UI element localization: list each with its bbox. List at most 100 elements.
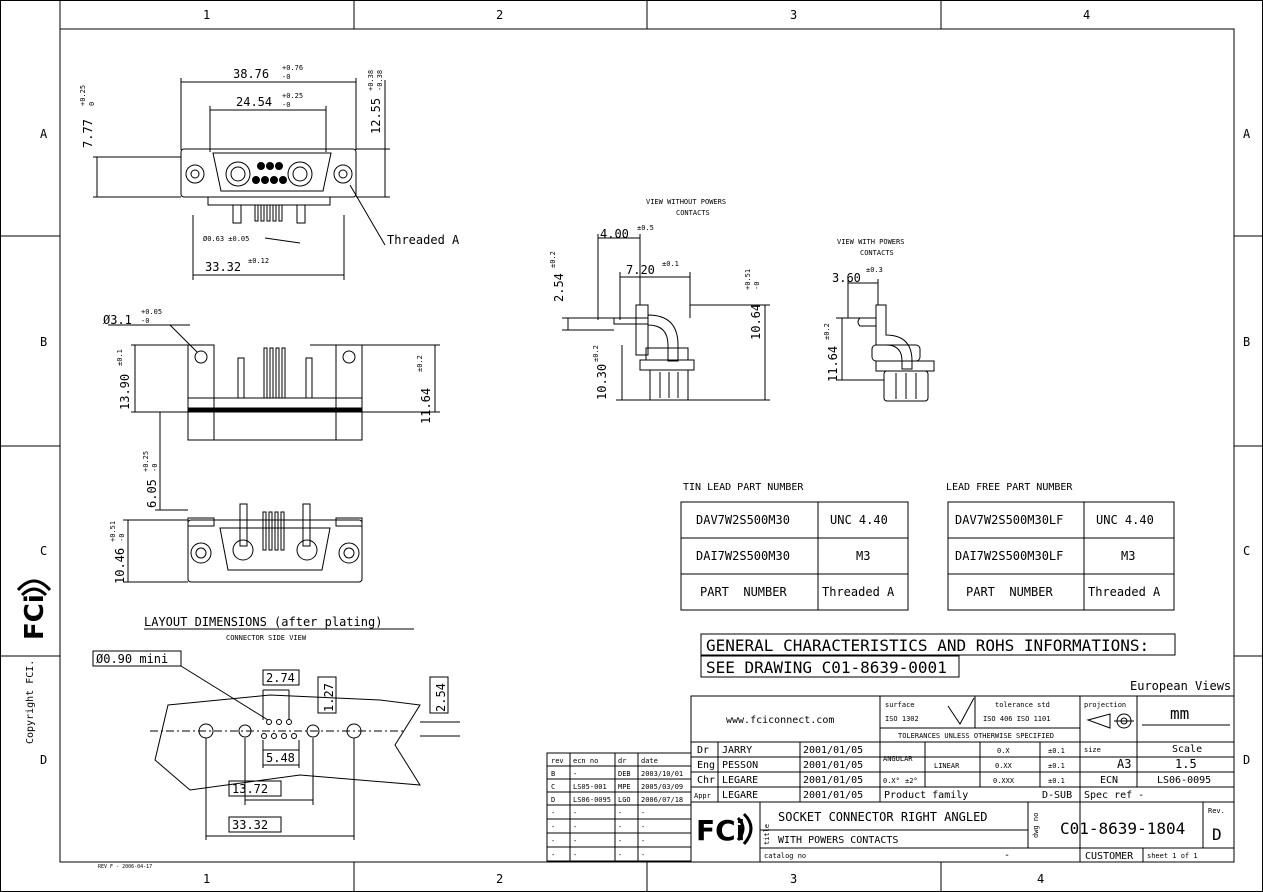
svg-text:ANGULAR: ANGULAR [883, 755, 913, 763]
revision-cell: - [551, 809, 555, 817]
svg-text:+0.25: +0.25 [142, 451, 150, 472]
lf-header-part: PART NUMBER [966, 585, 1053, 599]
zone-col-2-bottom: 2 [496, 872, 503, 886]
svg-text:dwg no: dwg no [1032, 813, 1040, 838]
dim-5-48: 5.48 [266, 751, 295, 765]
svg-text:2001/01/05: 2001/01/05 [803, 775, 863, 786]
zone-col-2: 2 [496, 8, 503, 22]
front-view-dims: Ø3.1 +0.05 -0 13.90 ±0.1 11.64 ±0.2 6.05… [103, 308, 433, 508]
svg-text:ISO 1302: ISO 1302 [885, 715, 919, 723]
svg-text:LINEAR: LINEAR [934, 762, 960, 770]
zone-row-a: A [40, 127, 48, 141]
dim-38-76: 38.76 [233, 67, 269, 81]
svg-text:CONTACTS: CONTACTS [860, 249, 894, 257]
svg-text:Product family: Product family [884, 790, 968, 801]
revision-cell: - [573, 851, 577, 859]
revision-cell: - [573, 837, 577, 845]
svg-text:+0.51: +0.51 [744, 269, 752, 290]
checkmark-icon [947, 697, 975, 725]
dim-7-77: 7.77 [81, 119, 95, 148]
svg-text:Spec ref -: Spec ref - [1084, 790, 1144, 801]
front-signal-pins [263, 347, 286, 399]
svg-text:±0.2: ±0.2 [592, 345, 600, 362]
revision-cell: LGO [618, 796, 631, 804]
dim-10-46: 10.46 [113, 548, 127, 584]
dim-6-05: 6.05 [145, 479, 159, 508]
svg-text:Dr: Dr [697, 745, 709, 756]
revision-cell: - [551, 823, 555, 831]
tin-lead-title: TIN LEAD PART NUMBER [683, 482, 804, 493]
zone-labels: 1 2 3 4 1 2 3 4 A B C D A B C D [40, 8, 1251, 886]
top-view-dims: 38.76 +0.76 -0 24.54 +0.25 -0 12.55 +0.3… [79, 64, 460, 274]
power-contact-right [287, 161, 313, 187]
right-angle-contact [647, 314, 679, 362]
svg-text:catalog no: catalog no [764, 852, 806, 860]
side-view-powers-text: VIEW WITH POWERS CONTACTS 3.60 ±0.3 11.6… [823, 238, 904, 382]
dim-11-64-side: 11.64 [826, 346, 840, 382]
svg-text:-0: -0 [753, 282, 761, 290]
svg-text:-0: -0 [118, 534, 126, 542]
revision-cell: - [618, 837, 622, 845]
revision-cell: B [551, 770, 555, 778]
front-shell [213, 411, 337, 441]
svg-text:Rev.: Rev. [1208, 807, 1225, 815]
svg-text:CONTACTS: CONTACTS [676, 209, 710, 217]
zone-row-d: D [40, 753, 47, 767]
copyright-text: Copyright FCI. [25, 660, 36, 744]
lf-part-2: DAI7W2S500M30LF [955, 549, 1063, 563]
fci-logo: FCi [696, 814, 745, 847]
bottom-view-dims: 10.46 +0.51 -0 [109, 521, 127, 584]
customer-label: CUSTOMER [1085, 851, 1134, 862]
threaded-a-label: Threaded A [387, 233, 460, 247]
revision-cell: - [551, 837, 555, 845]
svg-text:0.X°: 0.X° [883, 777, 900, 785]
drawn-by: JARRY [722, 745, 752, 756]
svg-text:±0.1: ±0.1 [1048, 747, 1065, 755]
bottom-signal-pins [262, 511, 285, 551]
tin-part-1: DAV7W2S500M30 [696, 513, 790, 527]
power-pin-left [232, 204, 242, 224]
svg-text:-0: -0 [151, 464, 159, 472]
dim-13-90: 13.90 [118, 374, 132, 410]
svg-text:+0.25: +0.25 [282, 92, 303, 100]
revision-cell: - [618, 809, 622, 817]
svg-text:0.XXX: 0.XXX [993, 777, 1015, 785]
dim-4-00: 4.00 [600, 227, 629, 241]
svg-text:0: 0 [88, 102, 96, 106]
revision-cell: D [551, 796, 555, 804]
revision-cell: LS05-001 [573, 783, 607, 791]
revision-cell: MPE [618, 783, 631, 791]
side-shell [649, 369, 689, 401]
svg-text:±0.2: ±0.2 [416, 355, 424, 372]
svg-text:±0.5: ±0.5 [637, 224, 654, 232]
side-view-no-powers-text: VIEW WITHOUT POWERS CONTACTS 4.00 ±0.5 7… [549, 198, 763, 400]
fci-arc-icon [16, 579, 52, 597]
revision-header: ecn no [573, 757, 598, 765]
drawing-title-2: WITH POWERS CONTACTS [778, 835, 898, 846]
tin-lead-table: TIN LEAD PART NUMBER DAV7W2S500M30 UNC 4… [680, 482, 909, 611]
svg-text:+0.25: +0.25 [79, 85, 87, 106]
family-value: D-SUB [1042, 790, 1072, 801]
svg-text:±0.2: ±0.2 [823, 323, 831, 340]
svg-text:2001/01/05: 2001/01/05 [803, 790, 863, 801]
revision-value: D [1212, 825, 1222, 844]
dim-10-64: 10.64 [749, 304, 763, 340]
tin-thread-2: M3 [856, 549, 870, 563]
revision-header: date [641, 757, 658, 765]
revision-cell: - [573, 809, 577, 817]
svg-text:0.X: 0.X [997, 747, 1010, 755]
svg-text:-0: -0 [282, 73, 290, 81]
layout-title: LAYOUT DIMENSIONS (after plating) [144, 615, 382, 629]
svg-text:Scale: Scale [1172, 744, 1202, 755]
view-with-powers-title: VIEW WITH POWERS [837, 238, 904, 246]
zone-col-1-bottom: 1 [203, 872, 210, 886]
svg-text:-0: -0 [141, 317, 149, 325]
units-mm: mm [1170, 704, 1189, 723]
svg-text:tolerance std: tolerance std [995, 701, 1050, 709]
svg-text:title: title [763, 824, 771, 845]
dim-2-74: 2.74 [266, 671, 295, 685]
power-contact-left [225, 161, 251, 187]
side-logo: FCi Copyright FCI. [16, 579, 52, 744]
